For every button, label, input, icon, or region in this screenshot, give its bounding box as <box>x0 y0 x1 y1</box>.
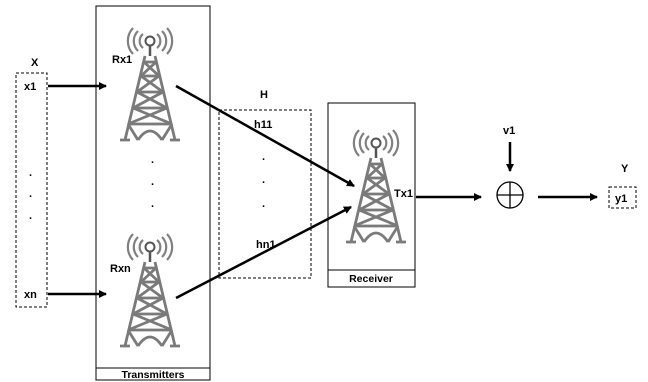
input-ellipsis: . . . <box>29 167 32 222</box>
output-vector: Y y1 <box>608 163 637 209</box>
input-entry-xn: xn <box>24 289 37 301</box>
input-vector: X x1 . . . xn <box>15 57 48 308</box>
channel-box <box>218 109 312 279</box>
summation-circle-icon <box>496 181 524 209</box>
edge-label-hn1: hn1 <box>256 239 276 251</box>
radio-tower-icon <box>118 232 182 348</box>
receiver-group: Receiver Tx1 <box>327 102 416 288</box>
svg-text:.: . <box>151 198 154 210</box>
receiver-box <box>327 102 416 288</box>
svg-text:.: . <box>262 151 265 163</box>
input-vector-label: X <box>31 57 39 69</box>
svg-text:.: . <box>29 167 32 179</box>
receiver-title: Receiver <box>349 273 393 285</box>
radio-tower-icon <box>118 26 182 142</box>
transmitters-group: Transmitters Rx1 . . . Rxn <box>95 5 211 381</box>
antenna-label-tx1: Tx1 <box>394 188 413 200</box>
svg-text:.: . <box>29 210 32 222</box>
output-vector-box <box>608 186 637 209</box>
channel-ellipsis: . . . <box>262 151 265 210</box>
svg-text:.: . <box>262 198 265 210</box>
input-entry-x1: x1 <box>24 81 36 93</box>
input-vector-box <box>15 72 48 308</box>
transmitters-title-box <box>95 367 211 381</box>
channel-label: H <box>260 89 268 101</box>
arrow-rx1-to-tx1 <box>175 84 355 188</box>
transmitters-title: Transmitters <box>121 369 184 381</box>
antenna-label-rxn: Rxn <box>110 263 131 275</box>
svg-text:.: . <box>151 176 154 188</box>
svg-text:.: . <box>29 188 32 200</box>
noise-adder: v1 <box>496 125 524 209</box>
svg-text:.: . <box>262 174 265 186</box>
radio-tower-icon <box>344 128 408 244</box>
transmitter-ellipsis: . . . <box>151 154 154 210</box>
svg-text:.: . <box>151 154 154 166</box>
antenna-label-rx1: Rx1 <box>112 54 132 66</box>
arrow-rxn-to-tx1 <box>175 205 352 300</box>
noise-label: v1 <box>503 125 515 137</box>
edge-label-h11: h11 <box>254 119 272 131</box>
output-vector-label: Y <box>621 163 629 175</box>
output-entry-y1: y1 <box>615 193 627 205</box>
